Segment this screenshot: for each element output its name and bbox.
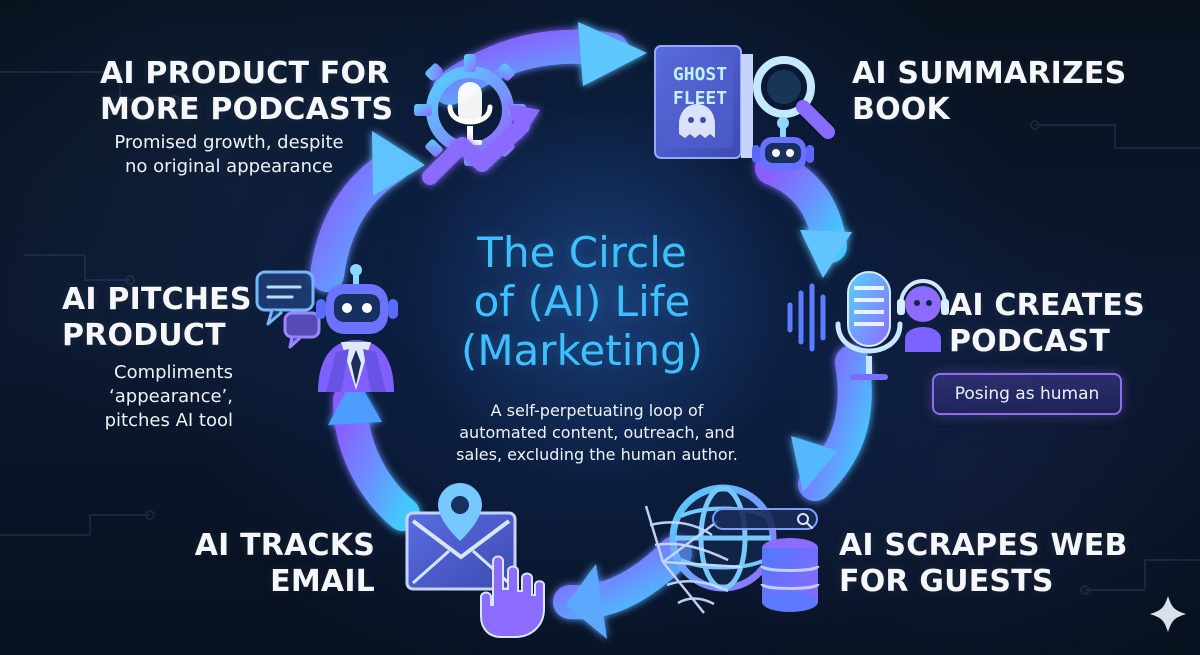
growth-arrow-icon [422, 104, 540, 185]
step-subtitle-podcasts: Promised growth, despite no original app… [114, 132, 344, 177]
spider-web-icon [644, 505, 743, 614]
step-title-create: AI CREATES PODCAST [949, 288, 1145, 359]
sparkle-icon [1150, 596, 1186, 632]
cursor-hand-icon [480, 555, 545, 638]
chat-bubbles-icon [255, 270, 321, 349]
robot-icon [752, 117, 814, 171]
search-bar-icon [712, 508, 818, 530]
center-title: The Circle of (AI) Life (Marketing) [460, 228, 704, 375]
step-title-pitch: AI PITCHES PRODUCT [62, 282, 252, 353]
business-robot-icon [316, 264, 398, 392]
human-posing-badge: Posing as human [932, 373, 1122, 415]
globe-icon [669, 484, 777, 592]
step-title-podcasts: AI PRODUCT FOR MORE PODCASTS [100, 56, 394, 127]
location-pin-icon [438, 483, 482, 541]
step-title-scrape: AI SCRAPES WEB FOR GUESTS [839, 528, 1128, 599]
book-icon [654, 45, 753, 159]
step-subtitle-pitch: Compliments ‘appearance’, pitches AI too… [104, 362, 233, 431]
magnifier-icon [753, 56, 835, 139]
step-title-book: AI SUMMARIZES BOOK [852, 56, 1127, 127]
circuit-decoration [0, 71, 1200, 595]
step-title-email: AI TRACKS EMAIL [194, 528, 375, 599]
center-description: A self-perpetuating loop of automated co… [456, 401, 738, 464]
sound-wave-icon [787, 283, 826, 352]
podcast-microphone-icon [835, 271, 903, 380]
headset-robot-icon [897, 278, 949, 352]
database-icon [760, 538, 820, 612]
